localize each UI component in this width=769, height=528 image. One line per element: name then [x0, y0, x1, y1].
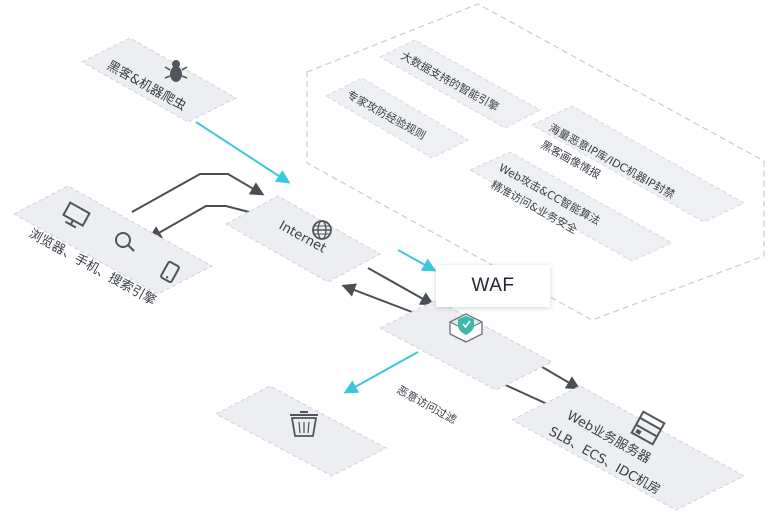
waf-node	[378, 299, 554, 391]
hacker-to-internet-arrow	[195, 121, 291, 184]
server-icon	[630, 410, 666, 446]
malicious-filter-label: 恶意访问过滤	[395, 382, 460, 426]
client-node: 浏览器、手机、搜索引擎	[12, 185, 214, 309]
server-node: Web业务服务器 SLB、ECS、IDC机房	[510, 385, 746, 511]
internet-to-waf-cyan-arrow	[397, 249, 437, 272]
internet-to-waf-arrow	[367, 267, 435, 306]
trash-node	[214, 385, 388, 477]
waf-to-internet-arrow	[341, 283, 413, 313]
monitor-icon	[62, 201, 91, 229]
shield-device-icon	[448, 313, 484, 343]
hacker-node: 黑客&机器爬虫	[80, 37, 238, 123]
client-to-internet-arrow	[131, 173, 265, 213]
phone-icon	[160, 260, 180, 284]
bug-icon	[164, 60, 188, 82]
internet-node: Internet	[224, 195, 382, 283]
search-icon	[115, 232, 135, 252]
globe-icon	[312, 220, 332, 240]
waf-to-trash-arrow	[343, 351, 419, 394]
trash-can-icon	[290, 411, 318, 437]
waf-label: WAF	[436, 265, 550, 307]
